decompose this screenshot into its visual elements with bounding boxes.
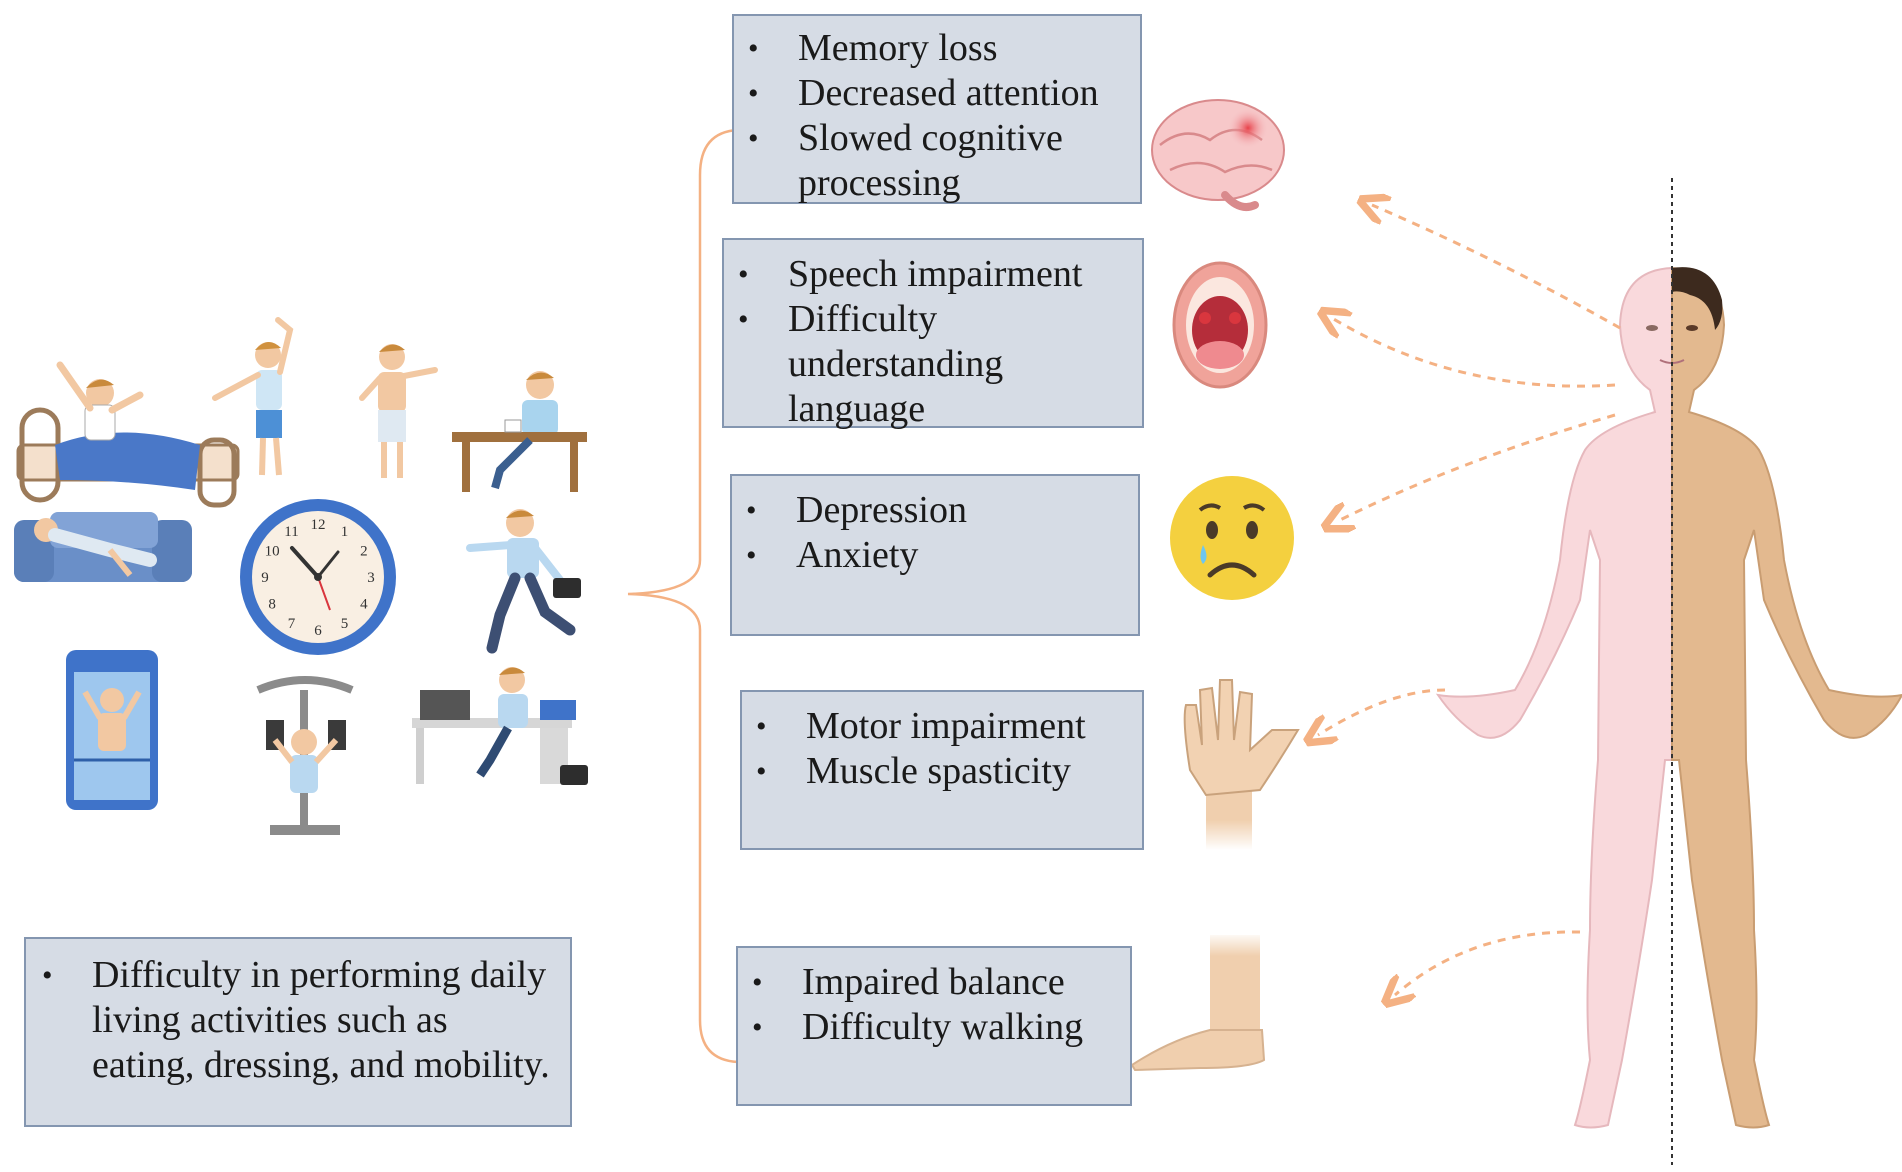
symptom-item: Depression	[746, 488, 1118, 533]
gym-machine-person-icon	[256, 676, 354, 835]
symptom-item: Motor impairment	[756, 704, 1122, 749]
clock-numeral: 10	[265, 544, 280, 560]
eating-at-table-person-icon	[452, 371, 587, 492]
symptom-item: Memory loss	[748, 26, 1120, 71]
mood-symptoms-box: Depression Anxiety	[730, 474, 1140, 636]
symptom-arrows	[1318, 205, 1621, 995]
clock-numeral: 5	[341, 616, 349, 632]
clock-numeral: 11	[284, 524, 298, 540]
symptom-item: Impaired balance	[752, 960, 1110, 1005]
cognitive-symptoms-box: Memory loss Decreased attention Slowed c…	[732, 14, 1142, 204]
clock-numeral: 9	[261, 570, 269, 586]
hand-icon	[1183, 679, 1300, 850]
office-desk-person-icon	[412, 667, 588, 785]
symptom-item: Difficulty in performing daily living ac…	[42, 953, 550, 1088]
daily-living-box: Difficulty in performing daily living ac…	[24, 937, 572, 1127]
clock-numeral: 1	[341, 524, 349, 540]
brain-icon	[1151, 99, 1285, 211]
clock-numeral: 12	[311, 517, 326, 533]
bed-person-icon	[16, 361, 240, 508]
resting-on-sofa-person-icon	[14, 512, 192, 582]
symptom-item: Difficulty walking	[752, 1005, 1110, 1050]
balance-symptoms-box: Impaired balance Difficulty walking	[736, 946, 1132, 1106]
symptom-item: Difficulty understanding language	[738, 297, 1128, 432]
human-body-figure	[1435, 266, 1902, 1129]
clock-numeral: 4	[360, 597, 368, 613]
symptom-item: Decreased attention	[748, 71, 1120, 116]
shower-person-icon	[66, 650, 158, 810]
clock-numeral: 6	[314, 623, 322, 639]
clock-numeral: 7	[288, 616, 296, 632]
symptom-item: Slowed cognitive processing	[748, 116, 1120, 206]
symptom-item: Muscle spasticity	[756, 749, 1122, 794]
running-with-briefcase-person-icon	[466, 509, 581, 654]
clock-numeral: 3	[367, 570, 375, 586]
sad-face-icon	[1170, 476, 1294, 600]
speech-symptoms-box: Speech impairment Difficulty understandi…	[722, 238, 1144, 430]
clock-numeral: 8	[268, 597, 276, 613]
open-mouth-icon	[1172, 261, 1268, 389]
brushing-teeth-person-icon	[359, 344, 438, 478]
bracket-connector	[627, 128, 739, 1064]
symptom-item: Anxiety	[746, 533, 1118, 578]
foot-icon	[1130, 932, 1266, 1072]
clock-numeral: 2	[360, 544, 368, 560]
stretching-person-icon	[212, 317, 294, 476]
symptom-item: Speech impairment	[738, 252, 1132, 297]
motor-symptoms-box: Motor impairment Muscle spasticity	[740, 690, 1144, 850]
